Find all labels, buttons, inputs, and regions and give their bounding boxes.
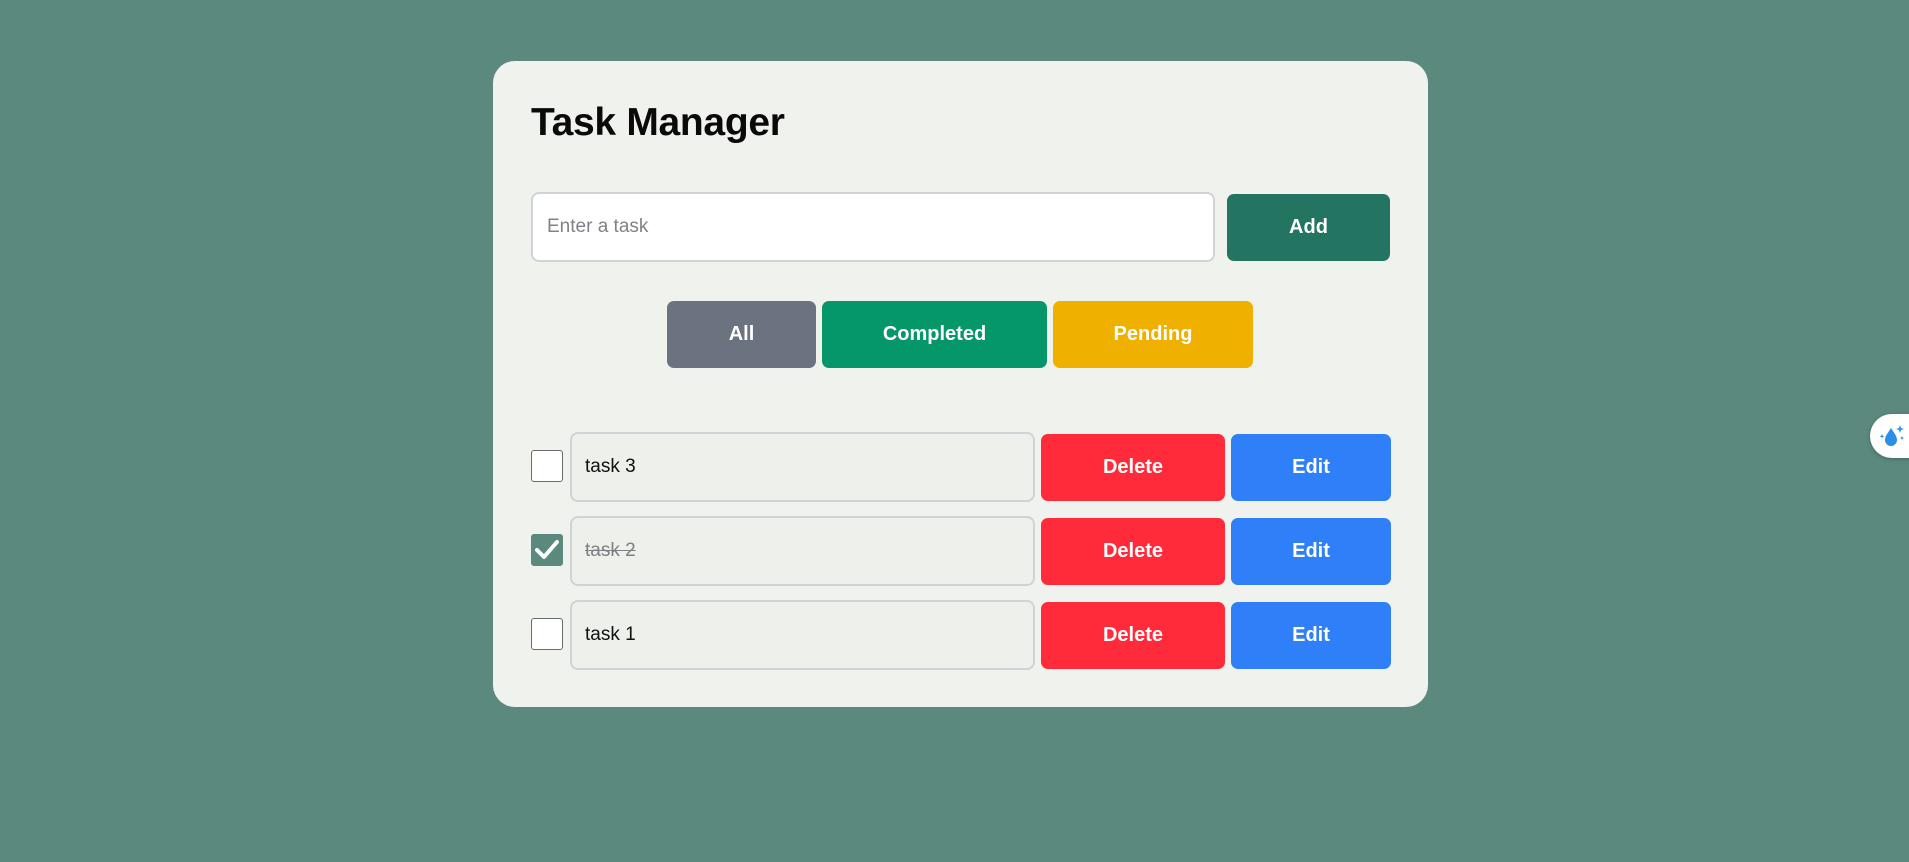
delete-task-button[interactable]: Delete <box>1041 518 1225 585</box>
task-text-field[interactable] <box>570 432 1035 502</box>
task-row: Delete Edit <box>531 516 1391 586</box>
add-task-button[interactable]: Add <box>1227 194 1390 261</box>
task-checkbox[interactable] <box>531 450 563 482</box>
edit-task-button[interactable]: Edit <box>1231 518 1391 585</box>
task-row: Delete Edit <box>531 432 1391 502</box>
task-input[interactable] <box>531 192 1215 262</box>
filter-all-button[interactable]: All <box>667 301 816 368</box>
page-title: Task Manager <box>531 101 785 144</box>
checkmark-icon <box>535 540 559 559</box>
task-checkbox[interactable] <box>531 534 563 566</box>
edit-task-button[interactable]: Edit <box>1231 434 1391 501</box>
task-manager-card: Task Manager Add All Completed Pending D… <box>493 61 1428 707</box>
water-drop-sparkle-icon <box>1879 425 1904 446</box>
task-text-field[interactable] <box>570 600 1035 670</box>
filter-pending-button[interactable]: Pending <box>1053 301 1253 368</box>
task-checkbox[interactable] <box>531 618 563 650</box>
delete-task-button[interactable]: Delete <box>1041 602 1225 669</box>
edit-task-button[interactable]: Edit <box>1231 602 1391 669</box>
delete-task-button[interactable]: Delete <box>1041 434 1225 501</box>
filter-bar: All Completed Pending <box>493 301 1428 368</box>
filter-completed-button[interactable]: Completed <box>822 301 1047 368</box>
extension-badge[interactable] <box>1870 414 1909 458</box>
task-text-field[interactable] <box>570 516 1035 586</box>
task-row: Delete Edit <box>531 600 1391 670</box>
